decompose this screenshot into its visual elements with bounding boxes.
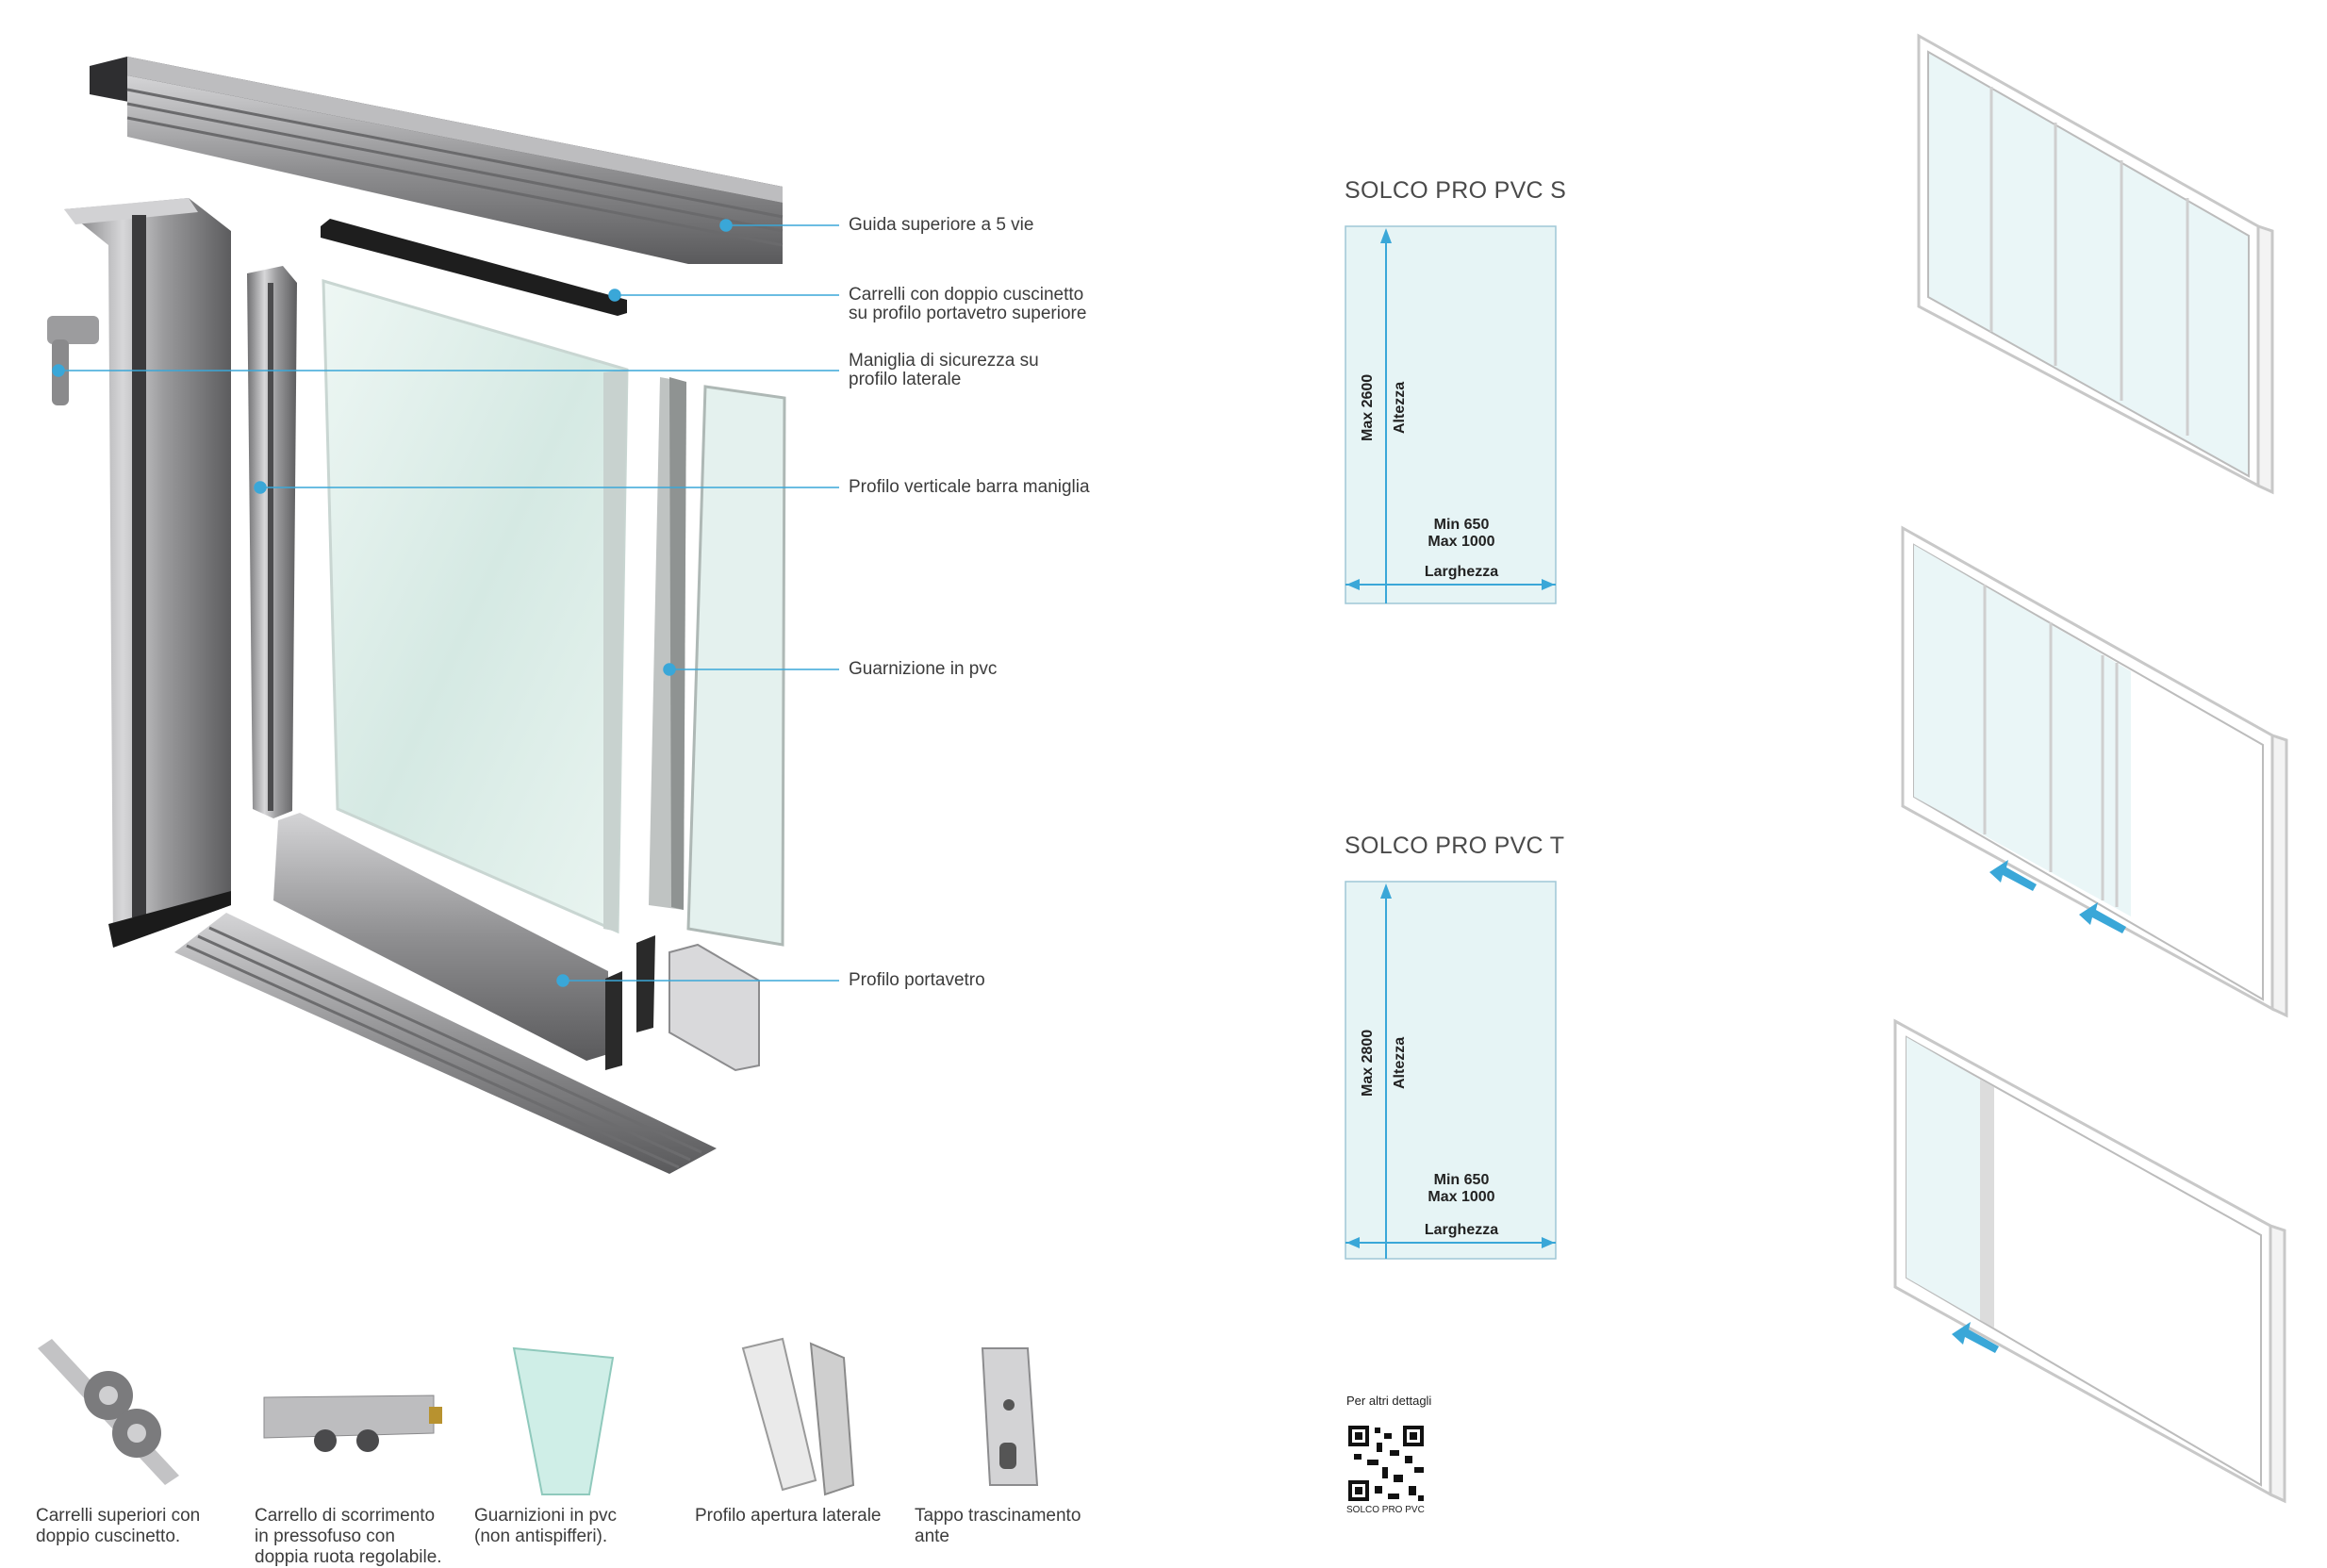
thumb-pvc-gaskets	[512, 1346, 615, 1495]
window-frame-closed	[1917, 33, 2274, 495]
vertical-profile	[247, 266, 297, 818]
height-label-t: Max 2800	[1360, 1029, 1376, 1097]
window-frame-open	[1893, 1018, 2286, 1504]
width-name-s: Larghezza	[1424, 564, 1499, 580]
callout-carriages: Carrelli con doppio cuscinetto su profil…	[849, 285, 1087, 323]
caption-side-opening-profile: Profilo apertura laterale	[695, 1506, 882, 1526]
callout-security-handle: Maniglia di sicurezza su profilo lateral…	[849, 351, 1039, 389]
handle-profile	[47, 198, 231, 948]
height-label-s: Max 2600	[1360, 373, 1376, 441]
width-name-t: Larghezza	[1424, 1222, 1499, 1238]
pvc-gasket	[649, 377, 686, 910]
caption-pvc-gaskets: Guarnizioni in pvc (non antispifferi).	[474, 1506, 618, 1546]
thumb-side-opening-profile	[741, 1337, 855, 1496]
callout-glass-holder: Profilo portavetro	[849, 970, 985, 990]
qr-code	[1348, 1426, 1424, 1501]
thumb-sliding-carriage	[263, 1395, 442, 1452]
leader-lines	[52, 219, 839, 987]
qr-heading: Per altri dettagli	[1346, 1394, 1432, 1408]
side-glass-strip	[686, 385, 786, 947]
bottom-track	[174, 913, 717, 1174]
carriage-bar	[321, 219, 627, 316]
qr-caption: SOLCO PRO PVC	[1346, 1505, 1425, 1515]
end-cap	[668, 943, 760, 1072]
dimension-drawing-t	[1345, 881, 1557, 1260]
main-glass-panel	[322, 278, 629, 934]
height-name-s: Altezza	[1392, 381, 1408, 434]
width-range-t: Min 650 Max 1000	[1428, 1172, 1495, 1205]
slide-arrow-icon	[1952, 860, 2126, 1353]
width-range-s: Min 650 Max 1000	[1428, 517, 1495, 550]
top-track	[90, 57, 784, 264]
callout-vertical-profile: Profilo verticale barra maniglia	[849, 477, 1090, 497]
caption-top-carriages: Carrelli superiori con doppio cuscinetto…	[36, 1506, 201, 1546]
window-frame-sliding	[1901, 525, 2288, 1018]
model-title-s: SOLCO PRO PVC S	[1345, 177, 1567, 204]
thumb-drag-cap	[981, 1347, 1039, 1486]
glass-holder-profile	[273, 813, 655, 1070]
thumb-top-carriages	[38, 1339, 179, 1485]
height-name-t: Altezza	[1392, 1036, 1408, 1089]
dimension-drawing-s	[1345, 225, 1557, 604]
callout-top-track: Guida superiore a 5 vie	[849, 215, 1034, 235]
model-title-t: SOLCO PRO PVC T	[1345, 833, 1565, 859]
callout-pvc-gasket: Guarnizione in pvc	[849, 659, 998, 679]
caption-drag-cap: Tappo trascinamento ante	[915, 1506, 1081, 1546]
caption-sliding-carriage: Carrello di scorrimento in pressofuso co…	[255, 1506, 442, 1567]
